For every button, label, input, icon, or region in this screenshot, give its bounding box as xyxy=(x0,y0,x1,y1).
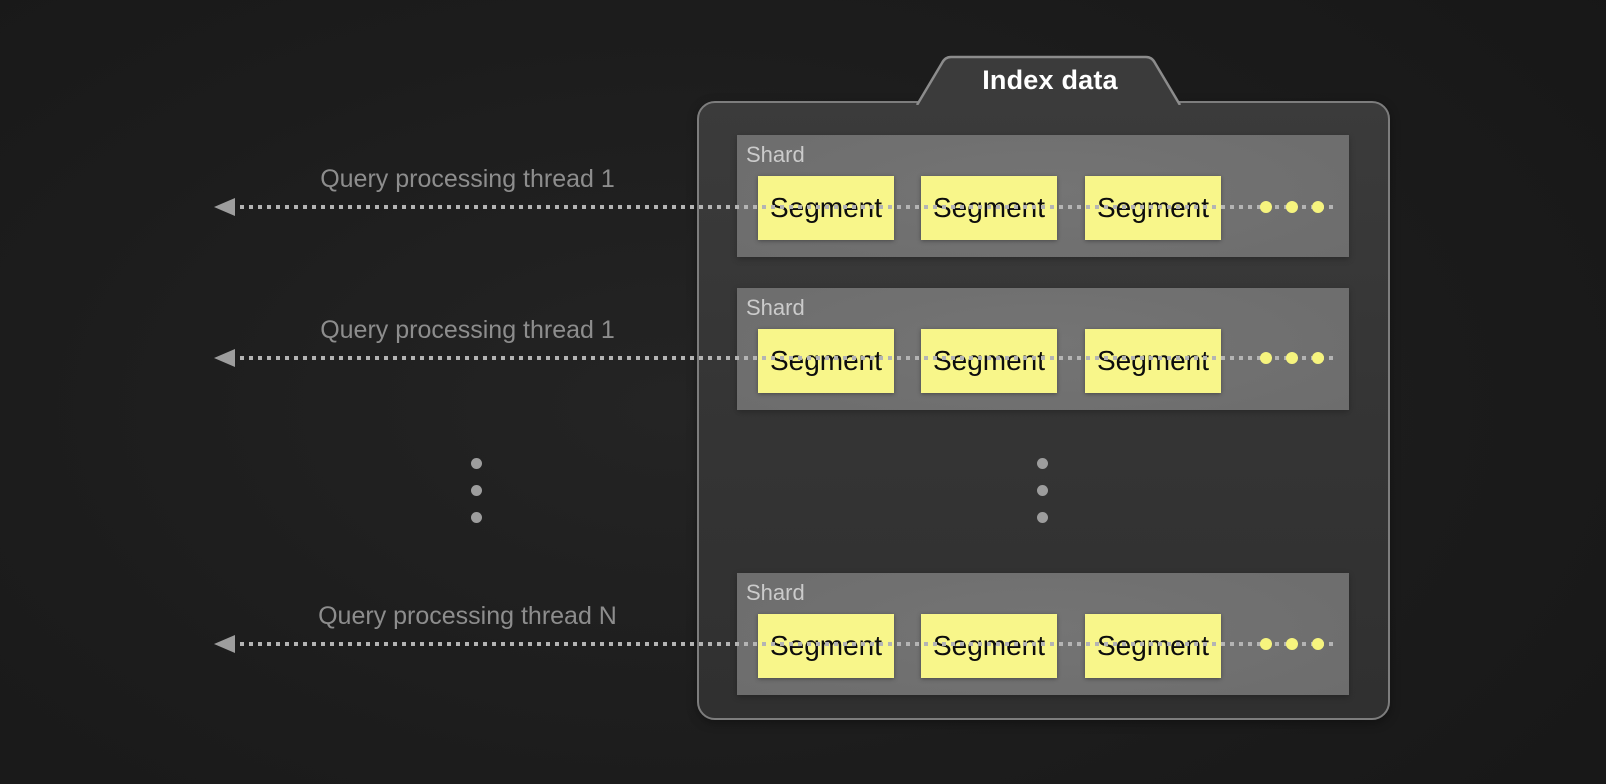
gray-dot xyxy=(471,512,482,523)
gray-dot xyxy=(471,485,482,496)
yellow-dot xyxy=(1286,201,1298,213)
yellow-dot xyxy=(1312,352,1324,364)
gray-dot xyxy=(471,458,482,469)
shard-box-2: Shard Segment Segment Segment xyxy=(737,288,1349,410)
gray-dot xyxy=(1037,458,1048,469)
yellow-dot xyxy=(1312,638,1324,650)
segment-box: Segment xyxy=(758,329,894,393)
arrow-left-icon xyxy=(214,635,235,653)
arrow-left-icon xyxy=(214,349,235,367)
shard-box-1: Shard Segment Segment Segment xyxy=(737,135,1349,257)
segment-ellipsis-icon xyxy=(1260,352,1324,364)
index-data-title: Index data xyxy=(982,65,1118,95)
gray-dot xyxy=(1037,485,1048,496)
index-data-tab xyxy=(915,55,1182,105)
yellow-dot xyxy=(1260,352,1272,364)
query-flow-line-3 xyxy=(231,642,1337,646)
segment-ellipsis-icon xyxy=(1260,638,1324,650)
segment-box: Segment xyxy=(921,329,1057,393)
query-thread-label-1: Query processing thread 1 xyxy=(320,165,615,193)
query-thread-label-2: Query processing thread 1 xyxy=(320,316,615,344)
segment-box: Segment xyxy=(758,614,894,678)
shard-label: Shard xyxy=(746,142,805,167)
shard-ellipsis-icon xyxy=(1037,458,1048,523)
segment-box: Segment xyxy=(1085,614,1221,678)
yellow-dot xyxy=(1286,352,1298,364)
query-thread-label-N: Query processing thread N xyxy=(318,602,617,630)
segment-box: Segment xyxy=(1085,329,1221,393)
yellow-dot xyxy=(1286,638,1298,650)
yellow-dot xyxy=(1260,638,1272,650)
arrow-left-icon xyxy=(214,198,235,216)
thread-ellipsis-icon xyxy=(471,458,482,523)
segment-box: Segment xyxy=(921,614,1057,678)
shard-label: Shard xyxy=(746,580,805,605)
shard-label: Shard xyxy=(746,295,805,320)
yellow-dot xyxy=(1312,201,1324,213)
shard-box-3: Shard Segment Segment Segment xyxy=(737,573,1349,695)
yellow-dot xyxy=(1260,201,1272,213)
gray-dot xyxy=(1037,512,1048,523)
query-flow-line-2 xyxy=(231,356,1337,360)
segment-ellipsis-icon xyxy=(1260,201,1324,213)
query-flow-line-1 xyxy=(231,205,1337,209)
